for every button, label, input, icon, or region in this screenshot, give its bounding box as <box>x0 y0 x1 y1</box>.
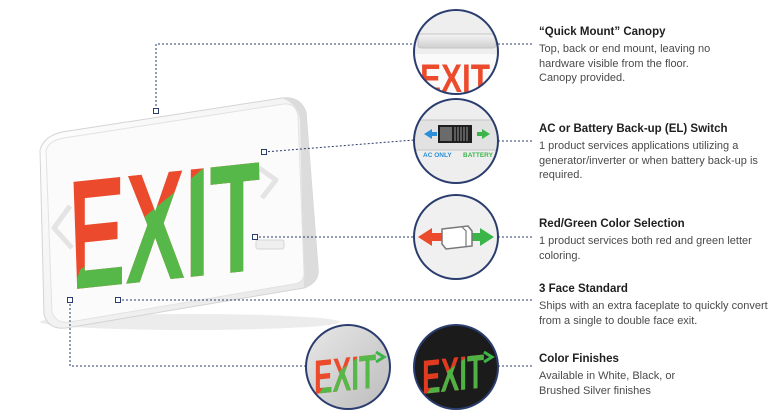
leader-dot <box>261 149 267 155</box>
color-selector-callout-circle <box>413 194 499 280</box>
feature-title: AC or Battery Back-up (EL) Switch <box>539 123 728 135</box>
feature-description: Top, back or end mount, leaving no hardw… <box>539 43 711 84</box>
leader-lines <box>69 43 532 367</box>
arrow-right-icon <box>482 129 490 139</box>
switch-callout-circle: AC ONLY BATTERY <box>413 98 499 184</box>
feature-title: 3 Face Standard <box>539 283 628 295</box>
svg-text:EXIT: EXIT <box>314 345 376 405</box>
feature-quick-mount-canopy: “Quick Mount” Canopy Top, back or end mo… <box>539 25 775 86</box>
feature-title: Red/Green Color Selection <box>539 218 685 230</box>
feature-description: Available in White, Black, or Brushed Si… <box>539 370 676 397</box>
green-arrow-icon <box>470 228 494 246</box>
feature-title: Color Finishes <box>539 353 619 365</box>
svg-text:EXIT: EXIT <box>66 129 264 324</box>
leader-dot <box>252 234 258 240</box>
leader-dot <box>115 297 121 303</box>
canopy-callout-circle: EXIT <box>413 9 499 95</box>
feature-3-face-standard: 3 Face Standard Ships with an extra face… <box>539 282 775 328</box>
feature-ac-battery-switch: AC or Battery Back-up (EL) Switch 1 prod… <box>539 122 775 183</box>
leader-dot <box>153 108 159 114</box>
leader-dot <box>67 297 73 303</box>
feature-title: “Quick Mount” Canopy <box>539 26 666 38</box>
feature-description: Ships with an extra faceplate to quickly… <box>539 300 768 327</box>
feature-description: 1 product services applications utilizin… <box>539 140 758 181</box>
feature-red-green-selection: Red/Green Color Selection 1 product serv… <box>539 217 775 263</box>
red-arrow-icon <box>418 228 442 246</box>
svg-text:EXIT: EXIT <box>422 345 484 405</box>
svg-text:AC ONLY: AC ONLY <box>423 152 452 159</box>
feature-color-finishes: Color Finishes Available in White, Black… <box>539 352 775 398</box>
black-finish-callout-circle: EXIT EXIT <box>413 324 499 410</box>
silver-finish-callout-circle: EXIT EXIT <box>305 324 391 410</box>
svg-text:BATTERY: BATTERY <box>463 152 494 159</box>
feature-description: 1 product services both red and green le… <box>539 235 752 262</box>
arrow-left-icon <box>424 129 432 139</box>
exit-sign-product: EXIT EXIT <box>39 97 340 330</box>
exit-letters: EXIT <box>66 129 264 324</box>
